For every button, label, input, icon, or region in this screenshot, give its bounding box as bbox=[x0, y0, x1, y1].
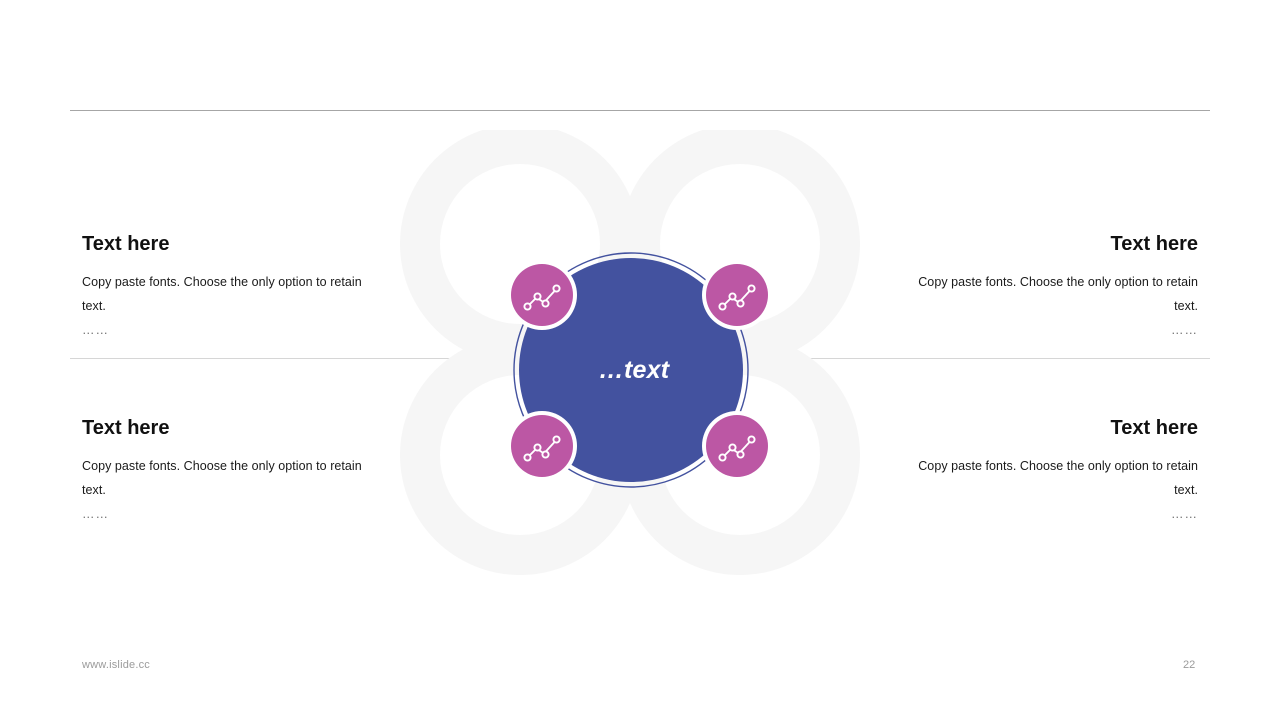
text-block-top-right-title: Text here bbox=[1110, 233, 1198, 255]
line-chart-nodes-icon bbox=[523, 435, 561, 462]
text-block-bottom-left-title: Text here bbox=[82, 417, 170, 439]
center-disc bbox=[519, 258, 743, 482]
text-block-top-right-body: Copy paste fonts. Choose the only option… bbox=[918, 275, 1198, 313]
line-chart-nodes-icon bbox=[523, 284, 561, 311]
top-rule bbox=[70, 110, 1210, 111]
text-block-top-left-dots: …… bbox=[82, 323, 109, 337]
center-outer-ring bbox=[513, 252, 749, 488]
footer-url[interactable]: www.islide.cc bbox=[82, 659, 151, 671]
node-bottom-right bbox=[702, 411, 772, 481]
node-top-left bbox=[507, 260, 577, 330]
text-block-top-left-body: Copy paste fonts. Choose the only option… bbox=[82, 275, 362, 313]
text-block-bottom-right: Text here Copy paste fonts. Choose the o… bbox=[908, 416, 1198, 526]
text-block-bottom-left-dots: …… bbox=[82, 507, 109, 521]
text-block-top-right: Text here Copy paste fonts. Choose the o… bbox=[908, 232, 1198, 342]
text-block-bottom-left-body: Copy paste fonts. Choose the only option… bbox=[82, 459, 362, 497]
text-block-top-left: Text here Copy paste fonts. Choose the o… bbox=[82, 232, 372, 342]
center-diagram: …text bbox=[398, 130, 882, 590]
node-top-right bbox=[702, 260, 772, 330]
text-block-bottom-right-body: Copy paste fonts. Choose the only option… bbox=[918, 459, 1198, 497]
text-block-bottom-left: Text here Copy paste fonts. Choose the o… bbox=[82, 416, 372, 526]
text-block-top-left-title: Text here bbox=[82, 233, 170, 255]
line-chart-nodes-icon bbox=[718, 284, 756, 311]
line-chart-nodes-icon bbox=[718, 435, 756, 462]
text-block-top-right-dots: …… bbox=[1171, 323, 1198, 337]
page-number: 22 bbox=[1183, 659, 1196, 671]
petal-group bbox=[398, 130, 882, 590]
text-block-bottom-right-title: Text here bbox=[1110, 417, 1198, 439]
text-block-bottom-right-dots: …… bbox=[1171, 507, 1198, 521]
node-bottom-left bbox=[507, 411, 577, 481]
